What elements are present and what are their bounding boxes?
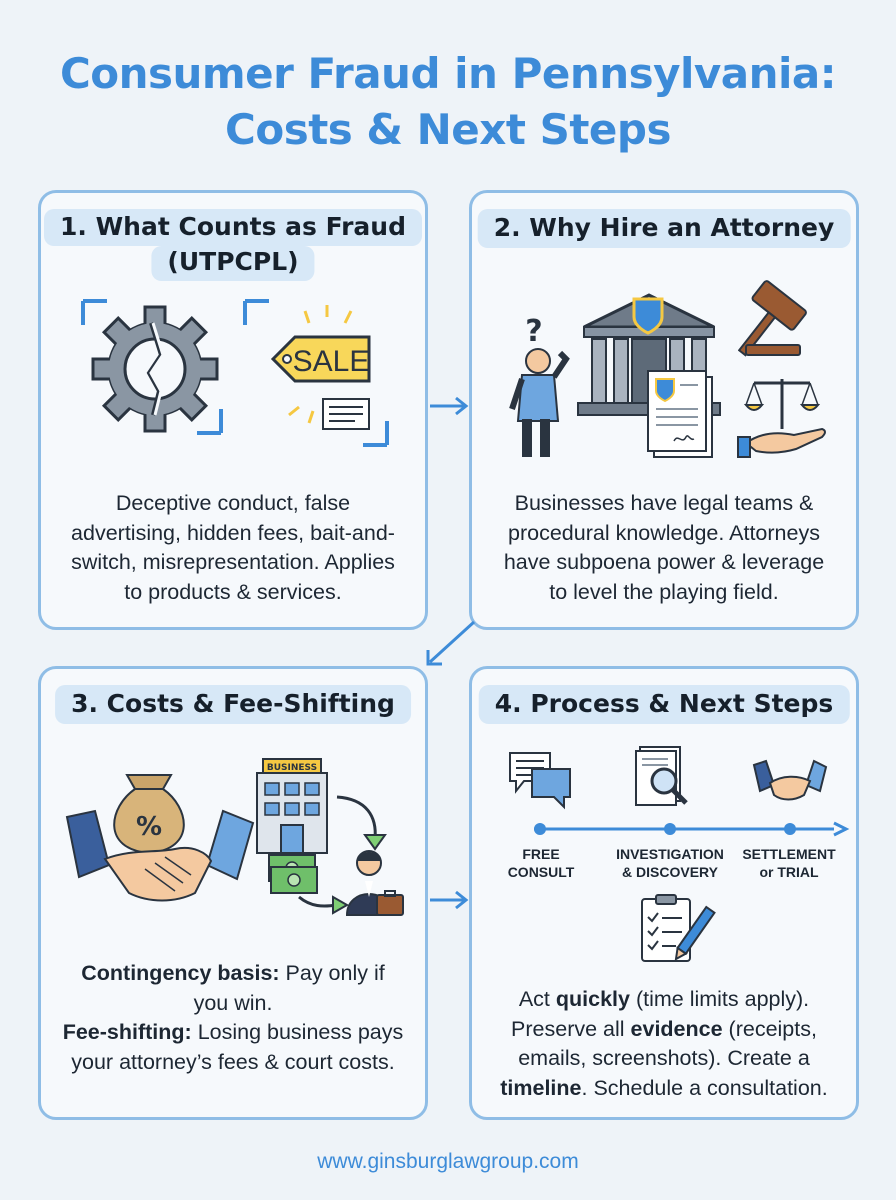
contingency-text: Pay only if you win. <box>193 961 385 1015</box>
panel-2-body: Businesses have legal teams & procedural… <box>503 491 825 604</box>
panel-1-heading-line-2: (UTPCPL) <box>167 247 299 276</box>
panel-1-heading-2: (UTPCPL) <box>151 246 315 281</box>
schedule-text: . Schedule a consultation. <box>581 1075 828 1100</box>
panel-1-heading: 1. What Counts as Fraud <box>44 209 422 246</box>
scales-of-justice-icon <box>737 379 826 458</box>
handshake-icon <box>752 759 828 801</box>
panel-3-body: Contingency basis: Pay only if you win. … <box>61 959 405 1077</box>
step-settlement-trial: SETTLEMENT or TRIAL <box>734 845 844 881</box>
business-sign-text: BUSINESS <box>267 763 317 773</box>
preserve-text: (time limits apply). Preserve all <box>511 987 810 1041</box>
panel-4-heading: 4. Process & Next Steps <box>478 685 850 724</box>
step-2-line-1: INVESTIGATION <box>616 846 724 862</box>
panel-what-counts-as-fraud: 1. What Counts as Fraud (UTPCPL) <box>38 190 428 630</box>
business-pays-attorney-icon: BUSINESS <box>256 758 404 916</box>
arrow-right-icon-2 <box>430 890 469 910</box>
title-line-2: Costs & Next Steps <box>225 105 671 154</box>
panel-4-body: Act quickly (time limits apply). Preserv… <box>492 985 836 1103</box>
step-3-line-1: SETTLEMENT <box>742 846 836 862</box>
money-bag-handshake-icon: % <box>65 774 255 902</box>
page-title: Consumer Fraud in Pennsylvania: Costs & … <box>0 46 896 158</box>
clipboard-checklist-icon <box>641 894 716 962</box>
fee-shifting-text: Losing business pays your attorney’s fee… <box>71 1020 404 1074</box>
title-line-1: Consumer Fraud in Pennsylvania: <box>59 49 837 98</box>
process-timeline <box>534 821 850 837</box>
arrow-down-left-icon <box>426 620 476 666</box>
panel-process-next-steps: 4. Process & Next Steps FREE CONSULT INV… <box>469 666 859 1120</box>
evidence-emphasis: evidence <box>630 1016 723 1041</box>
arrow-right-icon <box>430 396 469 416</box>
broken-gear-icon <box>81 299 223 435</box>
step-3-line-2: or TRIAL <box>759 864 819 880</box>
receipts-text: (receipts, emails, screenshots). Create … <box>518 1016 817 1071</box>
step-1-line-1: FREE <box>522 846 560 862</box>
confused-person-icon: ? <box>509 314 570 457</box>
contingency-label: Contingency basis: <box>81 961 280 985</box>
gavel-icon <box>738 280 807 357</box>
footer-website: www.ginsburglawgroup.com <box>317 1150 579 1173</box>
panel-why-hire-attorney: 2. Why Hire an Attorney ? <box>469 190 859 630</box>
timeline-emphasis: timeline <box>500 1075 582 1100</box>
act-text: Act <box>518 987 556 1011</box>
step-1-line-2: CONSULT <box>507 864 575 880</box>
panel-3-heading: 3. Costs & Fee-Shifting <box>55 685 411 724</box>
fee-shifting-label: Fee-shifting: <box>62 1020 192 1044</box>
panel-1-heading-line-1: 1. What Counts as Fraud <box>60 212 406 241</box>
investigation-document-icon <box>635 746 688 806</box>
sale-tag-icon: SALE <box>243 299 389 447</box>
step-free-consult: FREE CONSULT <box>482 845 600 881</box>
quickly-emphasis: quickly <box>555 987 630 1011</box>
money-bag-symbol: % <box>136 812 162 842</box>
chat-bubbles-icon <box>509 752 571 810</box>
panel-costs-fee-shifting: 3. Costs & Fee-Shifting % BUSINESS <box>38 666 428 1120</box>
svg-text:?: ? <box>525 314 542 349</box>
legal-document-icon <box>647 370 713 458</box>
step-investigation-discovery: INVESTIGATION & DISCOVERY <box>602 845 738 881</box>
panel-1-body: Deceptive conduct, false advertising, hi… <box>71 491 395 604</box>
step-2-line-2: & DISCOVERY <box>622 864 718 880</box>
sale-sign-text: SALE <box>293 345 370 378</box>
panel-2-heading: 2. Why Hire an Attorney <box>477 209 851 248</box>
